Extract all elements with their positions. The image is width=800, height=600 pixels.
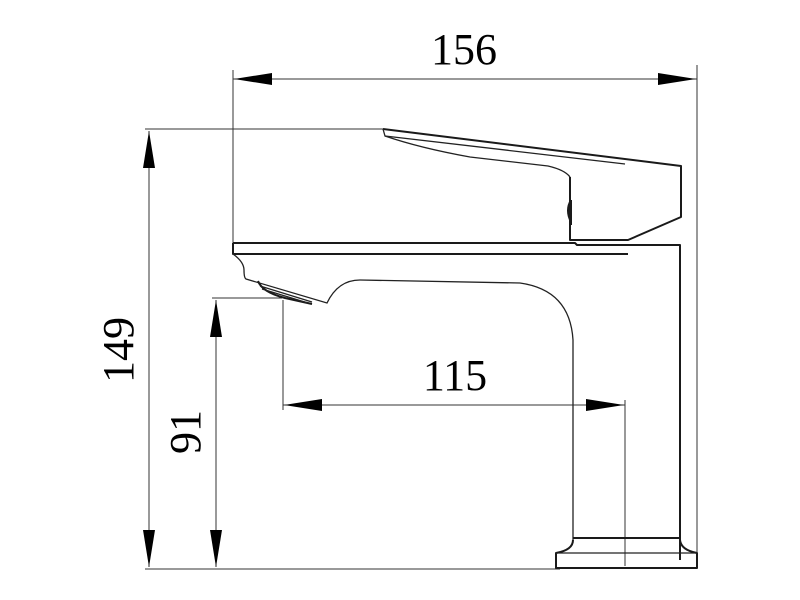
- arrow-up-icon: [210, 300, 222, 337]
- dimension-spout-reach: 115: [282, 300, 626, 566]
- arrow-right-icon: [658, 73, 696, 85]
- dimension-overall-height: 149: [94, 128, 560, 570]
- faucet-outline: [232, 128, 698, 569]
- dimension-label-115: 115: [423, 351, 487, 400]
- body-top-plate: [232, 242, 681, 560]
- faucet-base: [555, 537, 698, 569]
- spout: [232, 253, 574, 540]
- aerator: [257, 280, 313, 305]
- arrow-down-icon: [210, 530, 222, 567]
- dimension-label-156: 156: [431, 25, 497, 74]
- lever-handle: [382, 128, 682, 241]
- dimension-spout-height: 91: [161, 297, 282, 567]
- arrow-right-icon: [586, 399, 624, 411]
- arrow-down-icon: [143, 530, 155, 567]
- dimension-label-149: 149: [94, 317, 143, 383]
- dimension-overall-width: 156: [232, 25, 698, 560]
- arrow-left-icon: [234, 73, 272, 85]
- arrow-left-icon: [284, 399, 322, 411]
- dimension-label-91: 91: [161, 410, 210, 454]
- arrow-up-icon: [143, 131, 155, 168]
